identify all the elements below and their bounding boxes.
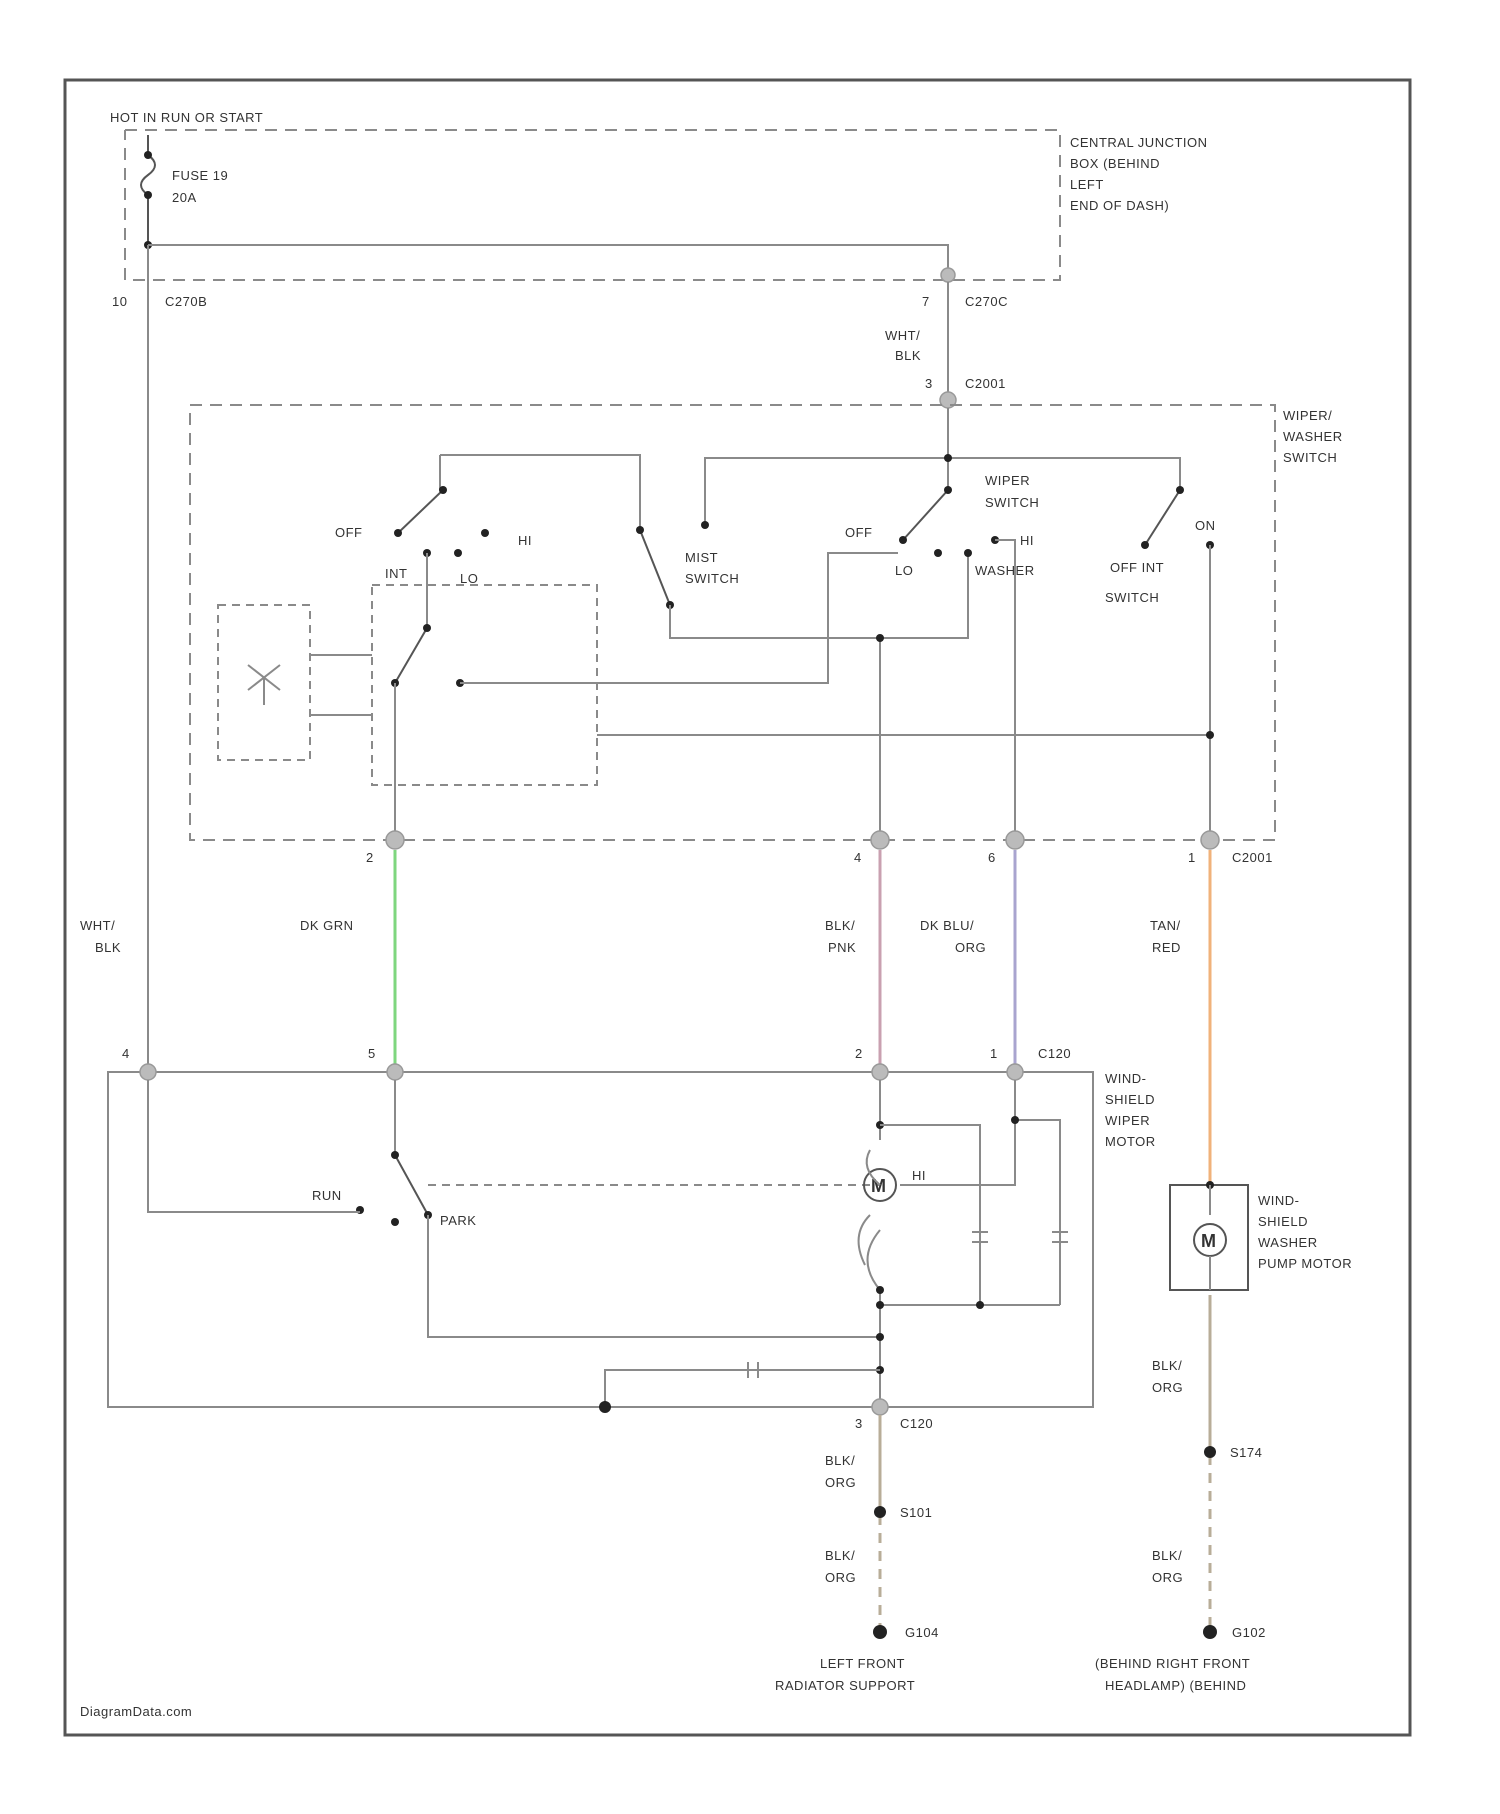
svg-text:SHIELD: SHIELD: [1105, 1092, 1155, 1107]
svg-text:5: 5: [368, 1046, 376, 1061]
svg-text:BOX (BEHIND: BOX (BEHIND: [1070, 156, 1160, 171]
svg-text:4: 4: [854, 850, 862, 865]
svg-text:(BEHIND RIGHT FRONT: (BEHIND RIGHT FRONT: [1095, 1656, 1250, 1671]
svg-text:HI: HI: [912, 1168, 926, 1183]
svg-text:MIST: MIST: [685, 550, 718, 565]
svg-text:WIPER: WIPER: [985, 473, 1030, 488]
svg-text:WASHER: WASHER: [1258, 1235, 1318, 1250]
windshield-wiper-motor: WIND- SHIELD WIPER MOTOR 4 5 2 1 C120 RU…: [108, 1046, 1156, 1431]
svg-text:SWITCH: SWITCH: [1105, 590, 1159, 605]
fuse-name: FUSE 19: [172, 168, 228, 183]
svg-text:ORG: ORG: [1152, 1570, 1183, 1585]
svg-text:RADIATOR SUPPORT: RADIATOR SUPPORT: [775, 1678, 915, 1693]
svg-text:6: 6: [988, 850, 996, 865]
svg-text:SWITCH: SWITCH: [1283, 450, 1337, 465]
svg-text:ORG: ORG: [825, 1570, 856, 1585]
svg-text:BLK: BLK: [95, 940, 121, 955]
svg-text:C2001: C2001: [1232, 850, 1273, 865]
svg-text:END OF DASH): END OF DASH): [1070, 198, 1169, 213]
svg-text:RUN: RUN: [312, 1188, 342, 1203]
footer-watermark: DiagramData.com: [80, 1704, 192, 1719]
connector-c2001-bottom: 2 4 6 1 C2001: [366, 831, 1273, 865]
fuse-19: FUSE 19 20A: [141, 135, 228, 249]
washer-pump-motor: M WIND- SHIELD WASHER PUMP MOTOR: [1170, 1181, 1352, 1290]
wiper-washer-switch: WIPER/ WASHER SWITCH OFF INT HI LO: [190, 405, 1343, 840]
splice-s174: [1204, 1446, 1216, 1458]
svg-text:2: 2: [366, 850, 374, 865]
svg-text:MOTOR: MOTOR: [1105, 1134, 1156, 1149]
svg-text:CENTRAL JUNCTION: CENTRAL JUNCTION: [1070, 135, 1208, 150]
svg-text:BLK/: BLK/: [1152, 1548, 1182, 1563]
svg-text:LEFT: LEFT: [1070, 177, 1104, 192]
svg-text:SWITCH: SWITCH: [985, 495, 1039, 510]
svg-text:HI: HI: [518, 533, 532, 548]
connector-c120: C120: [1038, 1046, 1071, 1061]
svg-text:WIPER/: WIPER/: [1283, 408, 1332, 423]
svg-text:OFF: OFF: [335, 525, 363, 540]
central-junction-box: HOT IN RUN OR START CENTRAL JUNCTION BOX…: [110, 110, 1208, 280]
svg-text:INT: INT: [385, 566, 407, 581]
svg-text:3: 3: [925, 376, 933, 391]
svg-text:ORG: ORG: [1152, 1380, 1183, 1395]
svg-text:S101: S101: [900, 1505, 932, 1520]
connector-c120-bottom: C120: [900, 1416, 933, 1431]
ground-g102: G102 (BEHIND RIGHT FRONT HEADLAMP) (BEHI…: [1095, 1625, 1266, 1693]
svg-text:M: M: [1201, 1231, 1216, 1251]
svg-text:PUMP MOTOR: PUMP MOTOR: [1258, 1256, 1352, 1271]
svg-text:OFF INT: OFF INT: [1110, 560, 1164, 575]
svg-text:G102: G102: [1232, 1625, 1266, 1640]
svg-text:BLK: BLK: [895, 348, 921, 363]
svg-text:SHIELD: SHIELD: [1258, 1214, 1308, 1229]
svg-text:1: 1: [1188, 850, 1196, 865]
power-label: HOT IN RUN OR START: [110, 110, 263, 125]
svg-text:ON: ON: [1195, 518, 1216, 533]
splice-s101: [874, 1506, 886, 1518]
svg-text:DK BLU/: DK BLU/: [920, 918, 974, 933]
svg-text:BLK/: BLK/: [825, 1453, 855, 1468]
svg-text:SWITCH: SWITCH: [685, 571, 739, 586]
svg-text:HI: HI: [1020, 533, 1034, 548]
svg-text:WIND-: WIND-: [1258, 1193, 1300, 1208]
svg-text:RED: RED: [1152, 940, 1181, 955]
svg-text:WHT/: WHT/: [885, 328, 920, 343]
svg-text:BLK/: BLK/: [1152, 1358, 1182, 1373]
ground-g104: G104 LEFT FRONT RADIATOR SUPPORT: [775, 1625, 939, 1693]
svg-text:LEFT FRONT: LEFT FRONT: [820, 1656, 905, 1671]
svg-text:WHT/: WHT/: [80, 918, 115, 933]
svg-text:10: 10: [112, 294, 127, 309]
svg-text:WIND-: WIND-: [1105, 1071, 1147, 1086]
fuse-rating: 20A: [172, 190, 197, 205]
svg-text:HEADLAMP) (BEHIND: HEADLAMP) (BEHIND: [1105, 1678, 1246, 1693]
connector-c2001-top: C2001: [965, 376, 1006, 391]
svg-text:LO: LO: [895, 563, 913, 578]
svg-text:OFF: OFF: [845, 525, 873, 540]
svg-text:WASHER: WASHER: [1283, 429, 1343, 444]
svg-text:7: 7: [922, 294, 930, 309]
svg-text:4: 4: [122, 1046, 130, 1061]
diagram-frame: [65, 80, 1410, 1735]
svg-text:2: 2: [855, 1046, 863, 1061]
svg-text:TAN/: TAN/: [1150, 918, 1181, 933]
svg-text:WIPER: WIPER: [1105, 1113, 1150, 1128]
connector-c270c: C270C: [965, 294, 1008, 309]
svg-text:1: 1: [990, 1046, 998, 1061]
svg-text:S174: S174: [1230, 1445, 1262, 1460]
svg-text:PARK: PARK: [440, 1213, 476, 1228]
svg-text:WASHER: WASHER: [975, 563, 1035, 578]
svg-text:LO: LO: [460, 571, 478, 586]
svg-text:3: 3: [855, 1416, 863, 1431]
svg-text:BLK/: BLK/: [825, 1548, 855, 1563]
svg-text:ORG: ORG: [825, 1475, 856, 1490]
svg-text:G104: G104: [905, 1625, 939, 1640]
svg-text:DK GRN: DK GRN: [300, 918, 354, 933]
svg-text:BLK/: BLK/: [825, 918, 855, 933]
svg-text:ORG: ORG: [955, 940, 986, 955]
connector-c270b: C270B: [165, 294, 207, 309]
svg-text:PNK: PNK: [828, 940, 856, 955]
connector-pin: [941, 268, 955, 282]
